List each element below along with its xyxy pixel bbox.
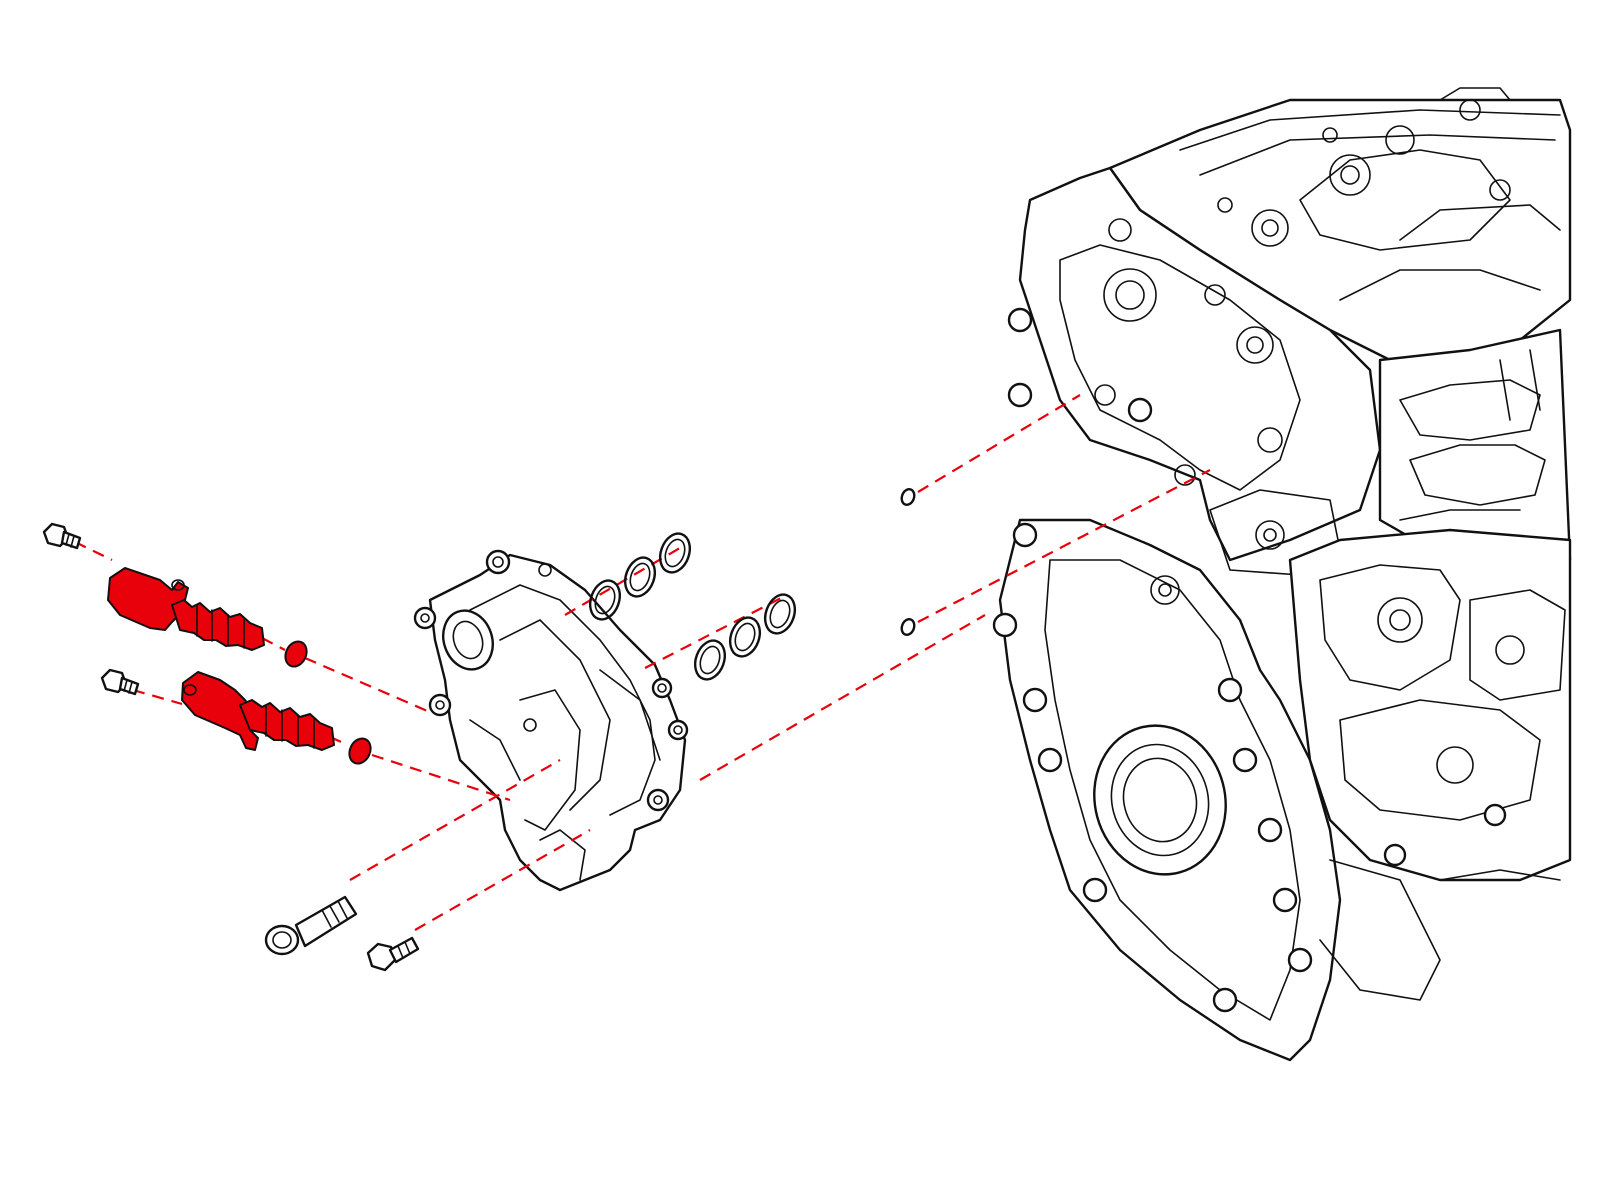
solenoid-valve-icon — [181, 671, 335, 751]
guide-line-upper-bolt — [74, 541, 113, 561]
solenoid-valve-icon — [107, 567, 265, 651]
guide-line-block-lower — [917, 469, 1211, 623]
bolt-icon — [100, 668, 140, 696]
o-ring-icon — [900, 618, 916, 636]
guide-line-seal-lower — [644, 595, 786, 669]
front-cover-icon — [413, 549, 689, 892]
seal-ring-icon — [588, 532, 692, 621]
guide-line-upper-solenoid-cover — [304, 656, 433, 715]
seal-ring-icon — [693, 593, 797, 681]
o-ring-icon — [284, 640, 308, 668]
bolt-icon — [264, 895, 358, 956]
bolt-icon — [366, 936, 420, 972]
guide-line-cover-to-block — [699, 614, 986, 781]
guide-line-lower-bolt — [132, 688, 183, 706]
o-ring-icon — [900, 488, 916, 506]
engine-block-icon — [992, 87, 1572, 1062]
guide-line-lower-solenoid-cover — [371, 753, 511, 802]
o-ring-icon — [348, 737, 372, 765]
guide-line-upper-solenoid — [261, 637, 286, 651]
guide-line-short-bolt — [414, 829, 591, 931]
guide-line-long-bolt — [349, 759, 561, 881]
bolt-icon — [42, 522, 82, 550]
guide-line-block-upper — [917, 394, 1081, 493]
